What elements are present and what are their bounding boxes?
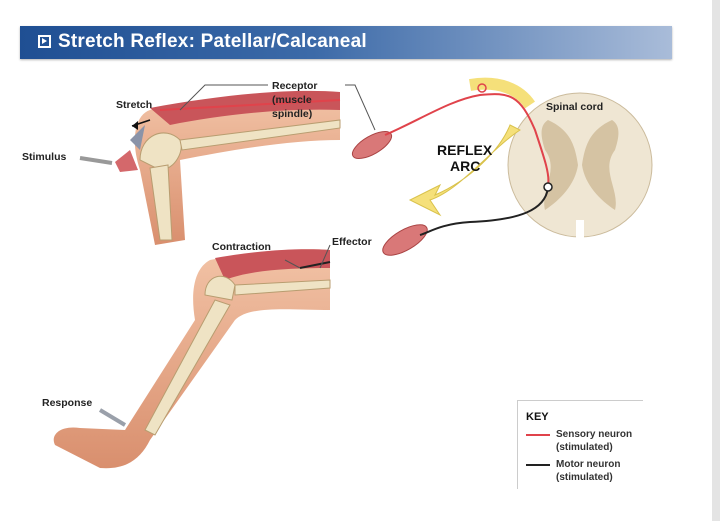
spinal-cord-cross-section	[507, 92, 653, 240]
label-receptor-3: spindle)	[272, 108, 312, 120]
title-bar	[20, 26, 672, 59]
right-edge-bar	[712, 0, 720, 521]
motor-line-swatch	[526, 464, 550, 466]
motor-neuron-path	[299, 187, 549, 269]
label-reflex: REFLEX	[437, 142, 493, 158]
leader-lines	[179, 84, 376, 269]
dorsal-root-ganglion	[469, 77, 535, 109]
label-receptor-2: (muscle	[272, 94, 312, 106]
label-arc: ARC	[450, 158, 480, 174]
key-label: (stimulated)	[556, 442, 613, 453]
title-text: Stretch Reflex: Patellar/Calcaneal	[58, 31, 367, 52]
label-spinal-cord: Spinal cord	[546, 101, 603, 113]
reflex-arc-arrow	[408, 124, 521, 217]
label-stretch: Stretch	[116, 99, 152, 111]
legend-key: KEY Sensory neuron (stimulated) Motor ne…	[517, 400, 643, 489]
muscle-spindle-receptor	[351, 131, 393, 159]
sensory-neuron-path	[159, 93, 550, 186]
bent-leg-illustration	[115, 90, 341, 245]
muscle-effector	[382, 224, 428, 256]
label-stimulus: Stimulus	[22, 151, 66, 163]
label-response: Response	[42, 397, 92, 409]
extended-leg-illustration	[53, 249, 331, 469]
page-title: Stretch Reflex: Patellar/Calcaneal	[38, 31, 367, 53]
sensory-line-swatch	[526, 434, 550, 436]
label-contraction: Contraction	[212, 241, 271, 253]
motor-cell-body	[543, 182, 553, 192]
key-label: Sensory neuron	[556, 429, 633, 440]
label-effector: Effector	[332, 236, 372, 248]
label-receptor: Receptor	[272, 80, 318, 92]
sensory-cell-body	[477, 83, 487, 93]
key-label: (stimulated)	[556, 472, 613, 483]
response-arrow-icon	[98, 408, 127, 427]
stimulus-arrow-icon	[79, 156, 113, 165]
play-box-icon	[38, 35, 51, 48]
key-label: Motor neuron	[556, 459, 621, 470]
key-title: KEY	[526, 411, 549, 423]
